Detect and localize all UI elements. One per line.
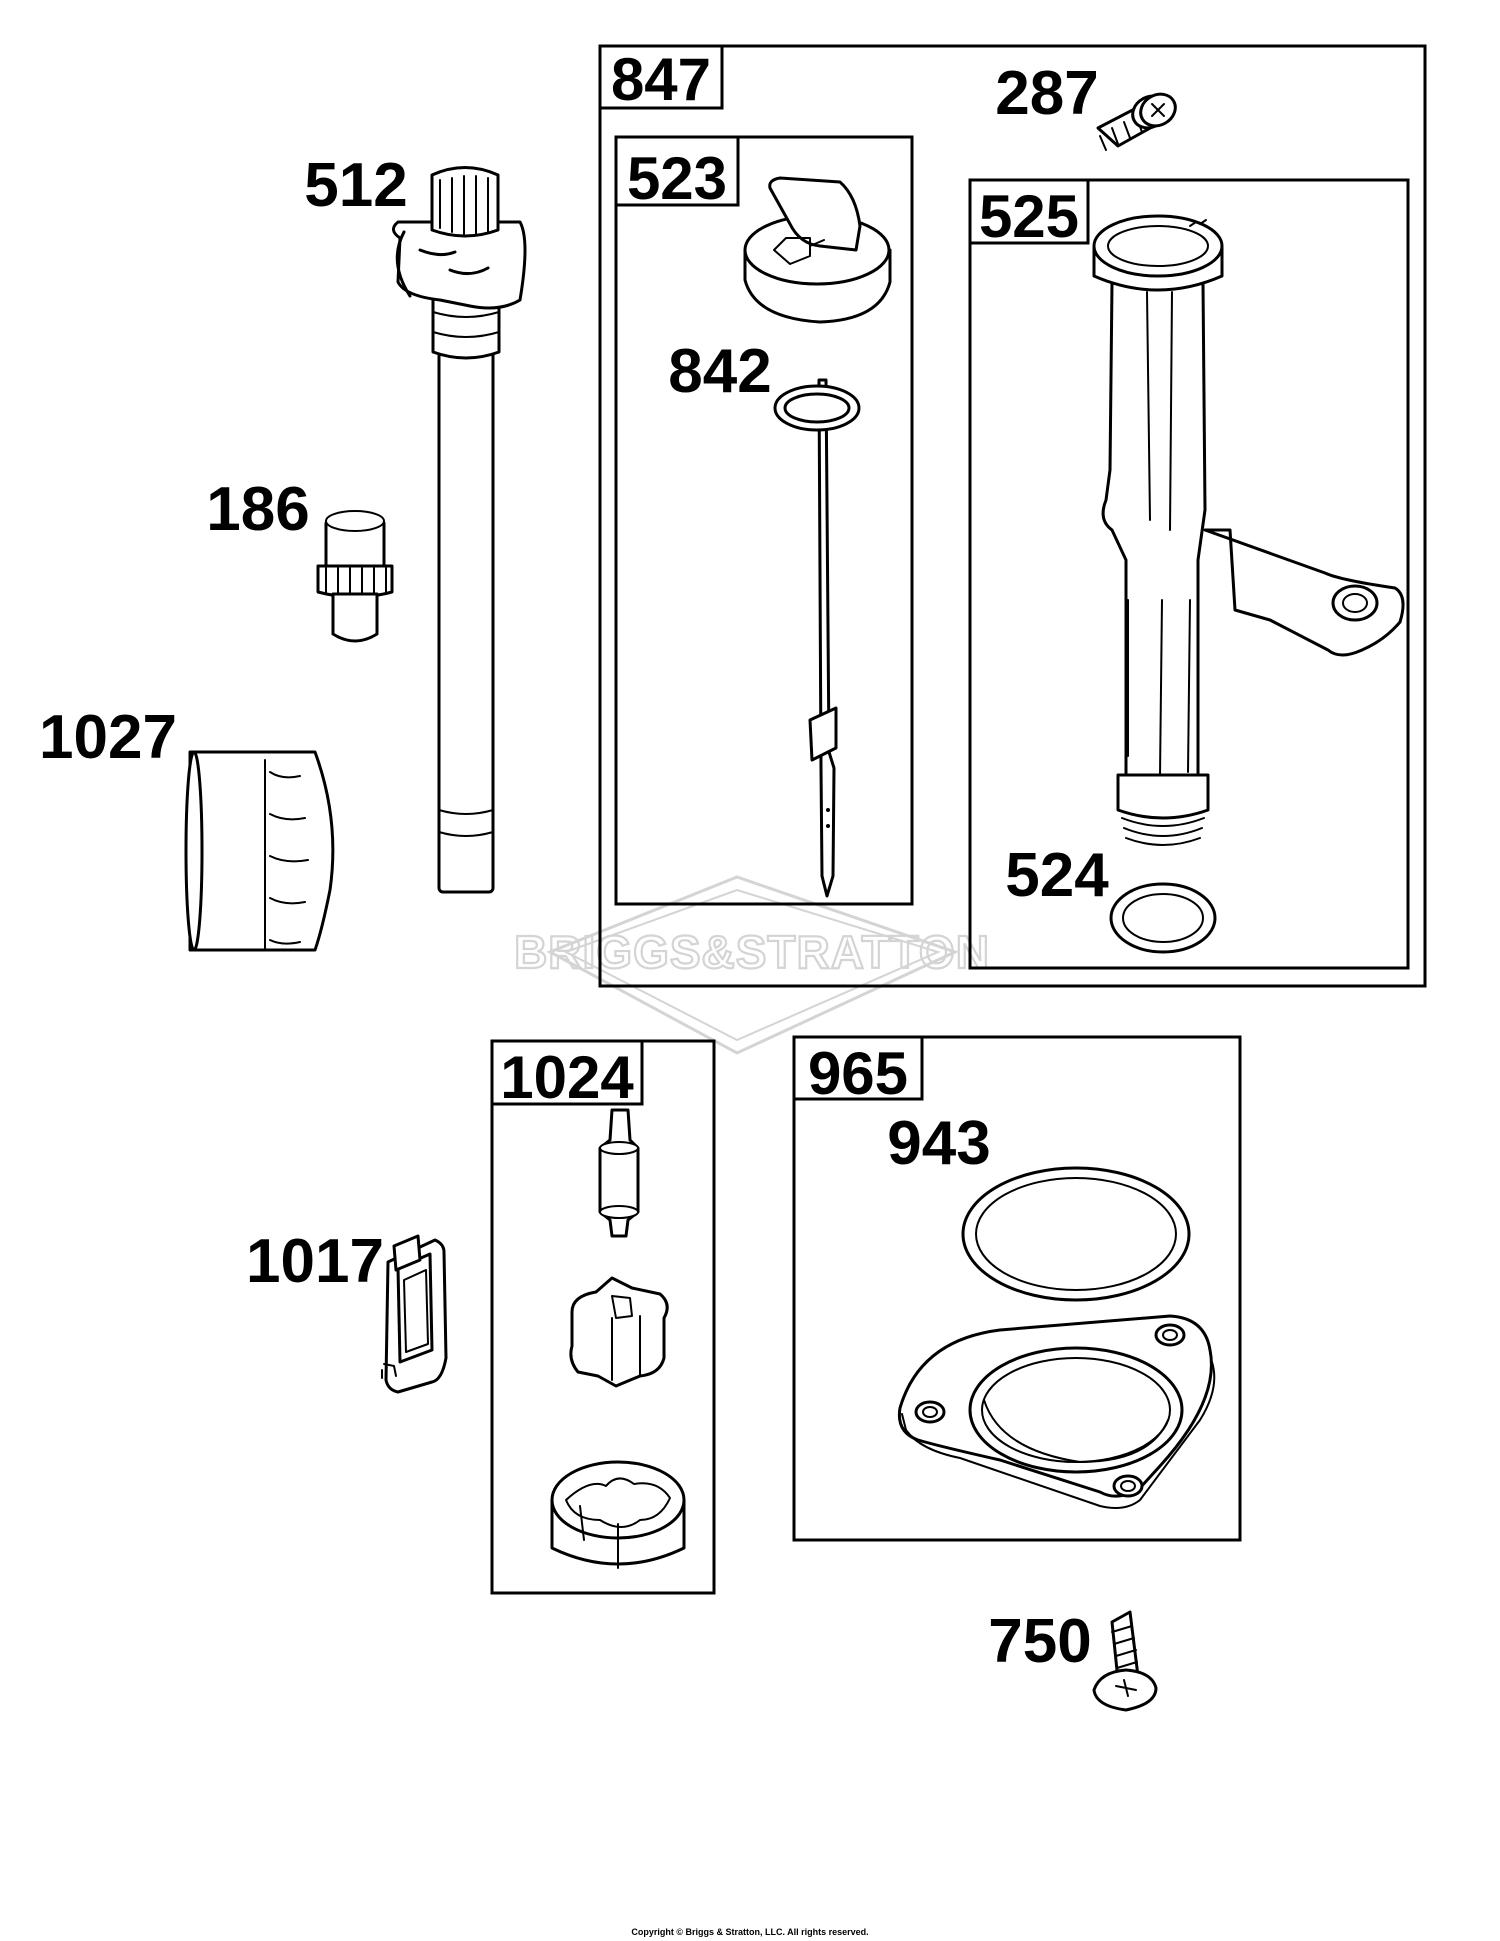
part-label-1027: 1027	[39, 703, 177, 772]
gasket-943-drawing	[961, 1166, 1191, 1302]
part-label-943: 943	[887, 1109, 990, 1178]
group-label-525: 525	[979, 183, 1079, 250]
o-ring-524-drawing	[1109, 882, 1217, 954]
part-label-750: 750	[988, 1607, 1091, 1676]
oil-pump-cover-965-drawing	[897, 1314, 1216, 1509]
group-label-965: 965	[808, 1040, 908, 1107]
group-label-1024: 1024	[500, 1044, 634, 1111]
group-label-847: 847	[611, 46, 711, 113]
group-525-box: 525	[968, 178, 1410, 970]
screw-287-drawing	[1096, 92, 1177, 151]
watermark-text: BRIGGS&STRATTON	[514, 926, 990, 978]
briggs-stratton-watermark: BRIGGS&STRATTON	[513, 875, 990, 1055]
dipstick-tube-512-drawing	[392, 166, 527, 894]
screw-750-drawing	[1092, 1610, 1158, 1712]
part-label-186: 186	[206, 475, 309, 544]
group-523-box: 523	[614, 135, 914, 906]
part-label-287: 287	[995, 59, 1098, 128]
part-label-524: 524	[1005, 841, 1109, 910]
dipstick-523-drawing	[743, 176, 892, 898]
group-847-box: 847	[598, 44, 1427, 988]
copyright-notice: Copyright © Briggs & Stratton, LLC. All …	[631, 1927, 869, 1937]
part-label-842: 842	[668, 337, 771, 406]
oil-pump-1024-drawing	[550, 1108, 686, 1569]
group-965-box: 965	[792, 1035, 1242, 1542]
oil-filter-1027-drawing	[184, 750, 335, 952]
fitting-186-drawing	[316, 510, 394, 643]
part-label-512: 512	[304, 151, 407, 220]
part-label-1017: 1017	[246, 1227, 384, 1296]
dipstick-tube-525-drawing	[1092, 214, 1405, 846]
group-label-523: 523	[627, 145, 727, 212]
valve-1017-drawing	[381, 1234, 448, 1394]
group-1024-box: 1024	[490, 1039, 716, 1595]
